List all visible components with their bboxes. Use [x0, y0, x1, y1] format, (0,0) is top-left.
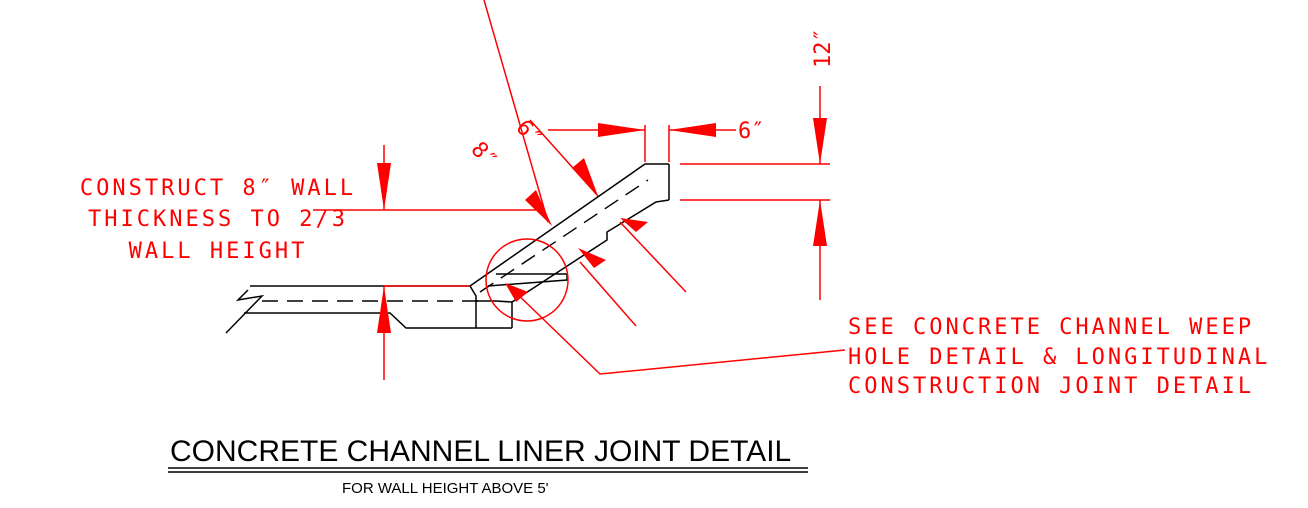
- break-line: [225, 289, 265, 334]
- slab-bottom-edge: [244, 312, 512, 329]
- dim-6-top-arrow-left: [598, 123, 645, 137]
- dim-12-arrow-top: [813, 118, 827, 164]
- weep-leader-arrow: [505, 283, 528, 302]
- detail-circle: [485, 238, 569, 322]
- weep-note-line-3: CONSTRUCTION JOINT DETAIL: [848, 374, 1254, 399]
- weep-leader: [509, 286, 846, 375]
- wall-note-line-2: THICKNESS TO 2/3: [88, 207, 348, 232]
- dim-8-diag-arrow-b: [578, 248, 606, 268]
- wall-note-line-1: CONSTRUCT 8″ WALL: [80, 176, 356, 201]
- wall-top-edge: [469, 163, 669, 287]
- weep-slot: [487, 273, 568, 287]
- wall-bottom-edge: [511, 199, 670, 303]
- wall-thickness-note: CONSTRUCT 8″ WALL THICKNESS TO 2/3 WALL …: [80, 176, 356, 264]
- wall-note-line-3: WALL HEIGHT: [129, 239, 308, 264]
- wall-rebar-line: [479, 179, 649, 293]
- dim-8-diag-label: 8″: [466, 137, 502, 173]
- title-block: CONCRETE CHANNEL LINER JOINT DETAIL FOR …: [168, 435, 808, 497]
- joint-step-2: [495, 300, 513, 303]
- dim-6-diag-arrow-a: [572, 158, 598, 196]
- joint-line: [469, 285, 477, 328]
- weep-note-line-1: SEE CONCRETE CHANNEL WEEP: [848, 315, 1254, 340]
- concrete-section: [225, 163, 670, 334]
- dim-8in-top-arrow: [377, 163, 391, 210]
- annotations: [313, 0, 846, 380]
- weep-note-line-2: HOLE DETAIL & LONGITUDINAL: [848, 345, 1270, 370]
- dim-6-top-arrow-right: [669, 123, 716, 137]
- detail-subtitle: FOR WALL HEIGHT ABOVE 5': [342, 480, 549, 497]
- dim-12-label: 12″: [811, 28, 836, 68]
- dim-6-diag-label: 6″: [511, 115, 547, 151]
- weep-hole-note: SEE CONCRETE CHANNEL WEEP HOLE DETAIL & …: [848, 315, 1270, 399]
- dim-8-diag: [483, 0, 549, 223]
- dim-floor-arrow: [377, 286, 391, 333]
- dim-6-top-label: 6″: [738, 119, 765, 144]
- dim-6-diag-arrow-b: [620, 218, 648, 232]
- dim-12-arrow-bot: [813, 200, 827, 246]
- dim-8-diag-b: [579, 261, 637, 327]
- dim-6-diag-b: [619, 221, 687, 293]
- detail-title: CONCRETE CHANNEL LINER JOINT DETAIL: [170, 435, 791, 468]
- dim-8-diag-arrow-a: [525, 190, 552, 226]
